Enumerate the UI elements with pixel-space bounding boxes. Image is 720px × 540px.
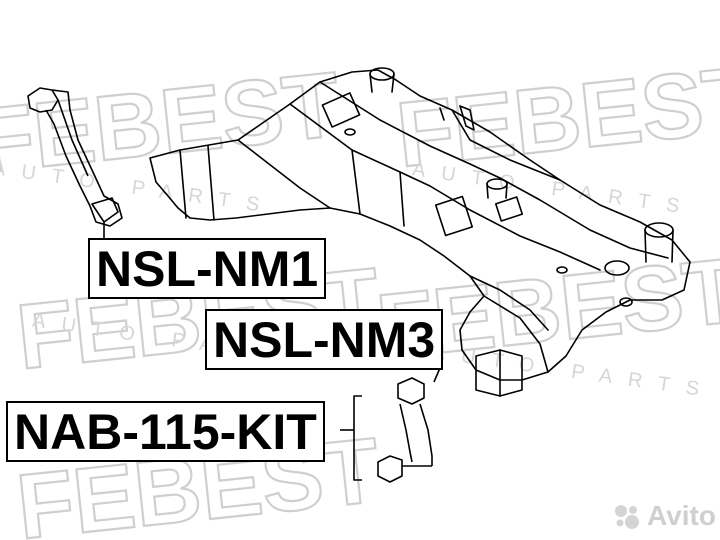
- part-label-nab-115-kit: NAB-115-KIT: [6, 401, 325, 462]
- part-label-nsl-nm1: NSL-NM1: [88, 238, 327, 299]
- avito-watermark: Avito: [612, 500, 716, 532]
- subframe-drawing: [149, 67, 691, 397]
- avito-text: Avito: [647, 500, 716, 531]
- bracket-nm1-drawing: [27, 87, 123, 240]
- part-label-nsl-nm3: NSL-NM3: [205, 309, 444, 370]
- link-kit-drawing: [340, 367, 441, 483]
- avito-logo-icon: [615, 505, 639, 529]
